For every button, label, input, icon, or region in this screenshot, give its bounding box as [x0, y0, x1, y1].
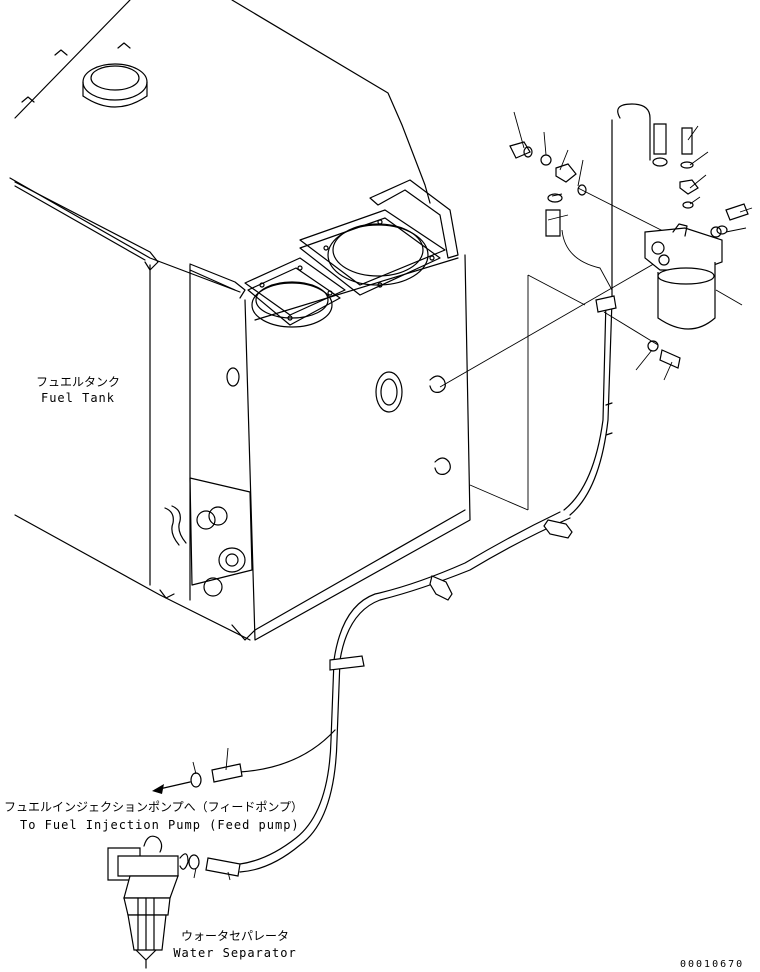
leader-lines — [439, 187, 666, 511]
water-separator — [107, 747, 243, 969]
separator-label-en: Water Separator — [173, 946, 297, 960]
fuel-tank — [9, 0, 471, 641]
fuel-filter — [644, 223, 743, 330]
pump-label-jp: フュエルインジェクションポンプへ（フィードポンプ） — [4, 800, 304, 814]
filter-small-parts — [509, 111, 753, 381]
fuel-tank-label-jp: フュエルタンク — [35, 375, 120, 389]
separator-label-jp: ウォータセパレータ — [180, 929, 289, 943]
pump-label-en: To Fuel Injection Pump (Feed pump) — [20, 818, 300, 832]
fuel-lines — [152, 103, 651, 873]
fuel-tank-label-en: Fuel Tank — [40, 391, 116, 405]
drawing-number: 00010670 — [680, 959, 745, 970]
